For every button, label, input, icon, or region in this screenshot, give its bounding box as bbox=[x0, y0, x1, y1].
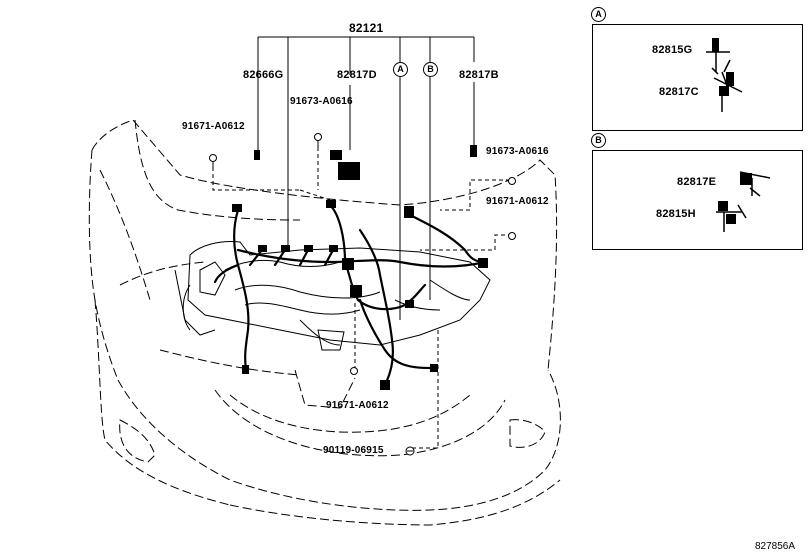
part-label-91671-a0612-left: 91671-A0612 bbox=[182, 121, 245, 132]
detail-b-part-1: 82817E bbox=[677, 176, 717, 188]
detail-a-part-1: 82815G bbox=[652, 44, 693, 56]
part-label-91673-a0616-right: 91673-A0616 bbox=[486, 146, 549, 157]
detail-marker-b: B bbox=[423, 62, 438, 77]
detail-b-part-2: 82815H bbox=[656, 208, 696, 220]
detail-marker-a: A bbox=[393, 62, 408, 77]
detail-box-b bbox=[592, 150, 803, 250]
detail-b-marker: B bbox=[591, 133, 606, 148]
main-part-number: 82121 bbox=[349, 21, 384, 35]
part-label-82817b: 82817B bbox=[459, 69, 499, 81]
part-label-82817d: 82817D bbox=[337, 69, 377, 81]
part-label-90119-06915: 90119-06915 bbox=[323, 445, 384, 456]
part-label-91673-a0616-top: 91673-A0616 bbox=[290, 96, 353, 107]
part-label-91671-a0612-bottom: 91671-A0612 bbox=[326, 400, 389, 411]
part-label-82666g: 82666G bbox=[243, 69, 284, 81]
part-label-91671-a0612-right: 91671-A0612 bbox=[486, 196, 549, 207]
figure-code: 827856A bbox=[755, 541, 796, 552]
detail-a-part-2: 82817C bbox=[659, 86, 699, 98]
detail-a-marker: A bbox=[591, 7, 606, 22]
detail-box-a bbox=[592, 24, 803, 131]
